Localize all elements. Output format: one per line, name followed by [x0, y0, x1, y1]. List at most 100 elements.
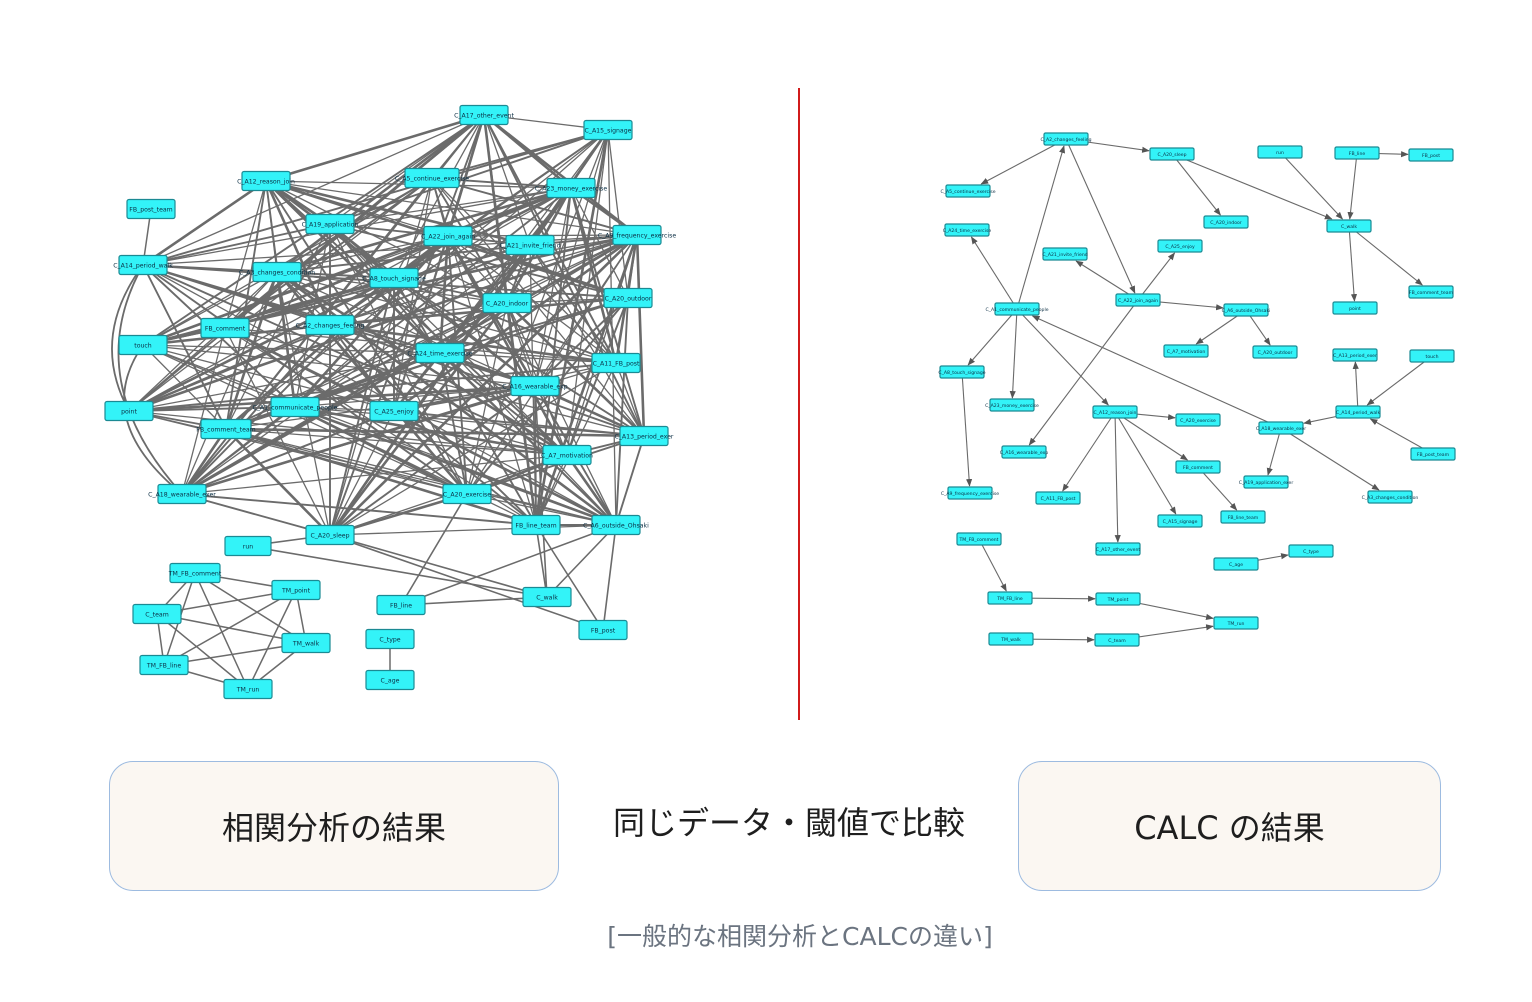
node-label: C_A20_outdoor — [1258, 350, 1293, 356]
corr-edge — [329, 223, 468, 495]
corr-edge — [393, 114, 485, 279]
corr-edge — [181, 406, 296, 495]
corr-edge — [224, 427, 538, 527]
comparison-label: 同じデータ・閾値で比較 — [612, 804, 965, 842]
node-c-a8-touch-signage: C_A8_touch_signage — [362, 267, 426, 289]
node-c-a20-sleep: C_A20_sleep — [305, 524, 355, 546]
corr-edge — [181, 271, 278, 495]
corr-edge — [264, 113, 486, 183]
node-c-a3-changes-condition: C_A3_changes_condition — [1362, 490, 1418, 504]
corr-edge — [569, 186, 618, 365]
correlation-network: C_A17_other_eventC_A15_signageC_A12_reas… — [104, 104, 677, 700]
node-label: C_A20_indoor — [1210, 220, 1242, 226]
calc-edge — [1348, 225, 1358, 302]
calc-result-label: CALC の結果 — [1018, 761, 1441, 891]
node-c-a24-time-exercise: C_A24_time_exercise — [943, 223, 991, 237]
node-fb-comment-team: FB_comment_team — [196, 418, 256, 440]
node-box — [1157, 239, 1203, 253]
node-label: FB_comment_team — [196, 427, 255, 434]
node-label: C_A19_application — [302, 222, 359, 229]
corr-edge — [506, 302, 617, 526]
node-box — [482, 292, 532, 314]
corr-edge — [128, 406, 296, 412]
calc-edge — [1028, 299, 1139, 446]
node-label: FB_post — [591, 628, 616, 635]
node-c-a22-join-again: C_A22_join_again — [1115, 293, 1161, 307]
corr-edge — [128, 277, 395, 412]
corr-edge — [128, 352, 441, 412]
node-c-a14-period-walk: C_A14_period_walk — [1335, 405, 1381, 419]
node-tm-point: TM_point — [1095, 592, 1141, 606]
node-box — [1332, 301, 1378, 315]
corr-edge — [264, 179, 532, 247]
corr-edge — [446, 234, 630, 300]
node-tm-walk: TM_walk — [281, 632, 331, 654]
node-box — [157, 483, 207, 505]
node-label: C_A5_continue_exercise — [940, 189, 995, 195]
node-box — [1257, 145, 1303, 159]
corr-edge — [247, 545, 548, 598]
node-label: C_A7_motivation — [1167, 349, 1206, 355]
corr-edge — [225, 428, 617, 526]
node-c-a17-other-event: C_A17_other_event — [454, 104, 514, 126]
corr-edge — [142, 277, 395, 346]
calc-edge — [1347, 152, 1358, 220]
correlation-result-label: 相関分析の結果 — [109, 761, 559, 891]
node-c-a25-enjoy: C_A25_enjoy — [1157, 239, 1203, 253]
node-c-a18-wearable-exer: C_A18_wearable_exer — [148, 483, 216, 505]
node-c-a17-other-event: C_A17_other_event — [1095, 542, 1141, 556]
node-c-a25-enjoy: C_A25_enjoy — [369, 400, 419, 422]
calc-edge — [970, 236, 1018, 310]
node-c-a11-fb-post: C_A11_FB_post — [1035, 491, 1081, 505]
node-c-a6-outside-ohsaki: C_A6_outside_Ohsaki — [1222, 303, 1270, 317]
node-box — [1175, 460, 1221, 474]
node-box — [947, 486, 993, 500]
node-box — [404, 167, 460, 189]
node-label: C_A18_wearable_exer — [1256, 426, 1306, 432]
node-fb-line-team: FB_line_team — [1220, 510, 1266, 524]
node-label: C_A8_touch_signage — [938, 370, 985, 376]
node-label: TM_point — [1107, 597, 1129, 603]
node-label: C_A24_time_exercise — [407, 351, 472, 358]
corr-edge — [142, 234, 638, 266]
node-box — [224, 535, 272, 557]
node-c-a20-indoor: C_A20_indoor — [482, 292, 532, 314]
node-label: C_A15_signage — [1163, 519, 1198, 525]
calc-edge — [978, 538, 1007, 592]
node-box — [270, 396, 320, 418]
calc-edge — [1065, 138, 1136, 294]
node-box — [365, 628, 415, 650]
node-box — [271, 579, 321, 601]
node-c-a21-invite-friend: C_A21_invite_friend — [1042, 247, 1088, 261]
node-c-a22-join-again: C_A22_join_again — [421, 225, 475, 247]
node-c-a11-fb-post: C_A11_FB_post — [591, 352, 641, 374]
calc-edge — [1114, 411, 1177, 515]
node-label: C_A22_join_again — [421, 234, 475, 241]
node-box — [994, 302, 1040, 316]
node-run: run — [224, 535, 272, 557]
corr-edge — [329, 534, 548, 598]
node-label: C_A2_changes_feeling — [1040, 137, 1091, 143]
node-label: point — [121, 409, 137, 416]
node-box — [542, 444, 592, 466]
node-label: run — [243, 544, 253, 551]
node-box — [1094, 633, 1140, 647]
corr-edge — [275, 270, 569, 457]
corr-edge — [128, 362, 617, 412]
node-box — [200, 317, 250, 339]
node-label: C_A1_communicate_people — [253, 405, 338, 412]
node-label: C_A20_outdoor — [605, 296, 652, 303]
node-box — [305, 314, 355, 336]
node-box — [126, 198, 176, 220]
corr-edge — [482, 113, 639, 237]
node-box — [104, 400, 154, 422]
corr-edge — [276, 271, 617, 364]
node-label: C_A20_sleep — [1157, 152, 1186, 158]
calc-edge — [1062, 411, 1116, 492]
corr-edge — [142, 114, 485, 266]
node-label: C_A9_frequency_exercise — [598, 233, 677, 240]
node-label: FB_line — [390, 603, 412, 610]
